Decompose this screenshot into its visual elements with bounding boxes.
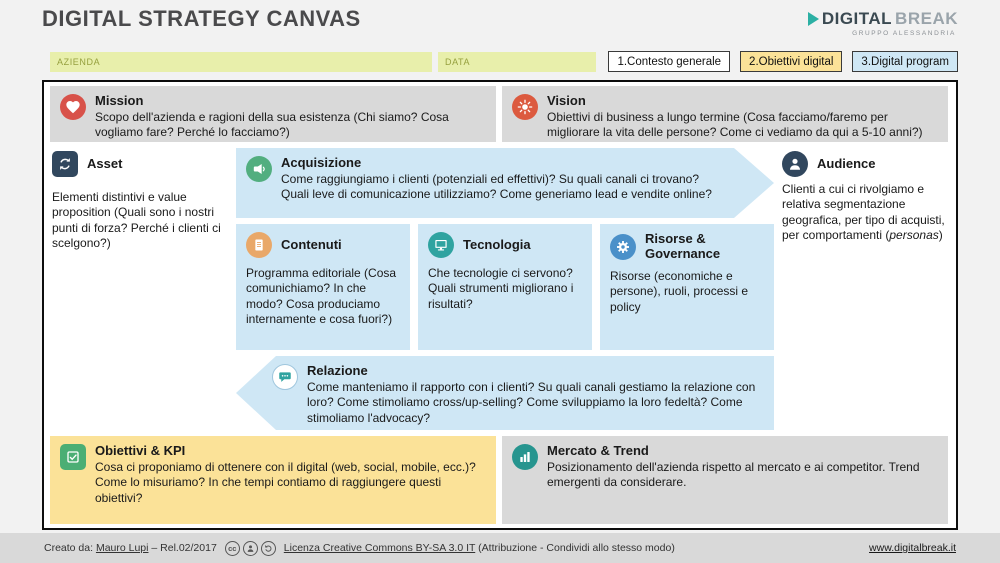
site-link[interactable]: www.digitalbreak.it <box>869 542 956 554</box>
mercato-trend-title: Mercato & Trend <box>547 443 649 458</box>
obiettivi-kpi-text: Cosa ci proponiamo di ottenere con il di… <box>95 460 476 505</box>
asset-text: Elementi distintivi e value proposition … <box>52 190 221 251</box>
relazione-title: Relazione <box>307 363 368 378</box>
audience-title: Audience <box>817 156 876 171</box>
asset-block: Asset Elementi distintivi e value propos… <box>50 148 232 426</box>
license-text: Licenza Creative Commons BY-SA 3.0 IT (A… <box>284 542 675 554</box>
credits-text: Creato da: Mauro Lupi – Rel.02/2017 <box>44 542 217 554</box>
contenuti-title: Contenuti <box>281 237 342 252</box>
strategy-canvas: Mission Scopo dell'azienda e ragioni del… <box>42 80 958 530</box>
logo-text-break: BREAK <box>895 9 958 28</box>
mission-text: Scopo dell'azienda e ragioni della sua e… <box>95 110 449 140</box>
credits-prefix: Creato da: <box>44 542 96 554</box>
document-icon <box>246 232 272 258</box>
cc-icon: cc <box>224 540 240 556</box>
acquisizione-text: Come raggiungiamo i clienti (potenziali … <box>281 172 712 202</box>
asset-title: Asset <box>87 156 123 171</box>
vision-title: Vision <box>547 93 586 108</box>
logo-text-digital: DIGITAL <box>821 9 893 28</box>
risorse-governance-title: Risorse & Governance <box>645 231 721 261</box>
contenuti-text: Programma editoriale (Cosa comunichiamo?… <box>246 266 397 327</box>
mercato-trend-block: Mercato & Trend Posizionamento dell'azie… <box>502 436 948 524</box>
risorse-governance-block: Risorse & Governance Risorse (economiche… <box>600 224 774 350</box>
audience-text-start: Clienti a cui ci rivolgiamo e relativa s… <box>782 182 945 243</box>
person-icon <box>782 151 808 177</box>
share-alike-icon <box>260 540 276 556</box>
circular-arrows-icon <box>52 151 78 177</box>
license-link[interactable]: Licenza Creative Commons BY-SA 3.0 IT <box>283 542 476 554</box>
heart-icon <box>60 94 86 120</box>
footer: Creato da: Mauro Lupi – Rel.02/2017 cc L… <box>0 533 1000 563</box>
audience-text: Clienti a cui ci rivolgiamo e relativa s… <box>782 182 948 243</box>
author-link[interactable]: Mauro Lupi <box>95 542 149 554</box>
gear-icon <box>610 233 636 260</box>
contenuti-block: Contenuti Programma editoriale (Cosa com… <box>236 224 410 350</box>
relazione-block: Relazione Come manteniamo il rapporto co… <box>236 356 774 430</box>
tab-obiettivi-digital[interactable]: 2.Obiettivi digital <box>740 51 843 72</box>
credits-suffix: – Rel.02/2017 <box>148 542 217 554</box>
cc-license-icons: cc <box>224 540 276 556</box>
obiettivi-kpi-title: Obiettivi & KPI <box>95 443 186 458</box>
audience-text-personas: personas <box>889 228 939 243</box>
tecnologia-title: Tecnologia <box>463 237 531 252</box>
tecnologia-text: Che tecnologie ci servono? Quali strumen… <box>428 266 574 311</box>
play-triangle-icon <box>807 12 819 26</box>
tab-contesto-generale[interactable]: 1.Contesto generale <box>608 51 731 72</box>
tab-digital-program[interactable]: 3.Digital program <box>852 51 958 72</box>
speech-bubble-icon <box>272 364 298 390</box>
acquisizione-block: Acquisizione Come raggiungiamo i clienti… <box>236 148 774 218</box>
mercato-trend-text: Posizionamento dell'azienda rispetto al … <box>547 460 920 490</box>
mission-block: Mission Scopo dell'azienda e ragioni del… <box>50 86 496 142</box>
logo-tagline: GRUPPO ALESSANDRIA <box>852 30 956 37</box>
checkbox-icon <box>60 444 86 470</box>
license-rest: (Attribuzione - Condividi allo stesso mo… <box>475 542 675 554</box>
sun-icon <box>512 94 538 120</box>
vision-text: Obiettivi di business a lungo termine (C… <box>547 110 923 140</box>
page-tabs: 1.Contesto generale 2.Obiettivi digital … <box>608 51 958 72</box>
monitor-icon <box>428 232 454 258</box>
audience-text-end: ) <box>938 228 943 243</box>
relazione-text: Come manteniamo il rapporto con i client… <box>307 380 756 425</box>
obiettivi-kpi-block: Obiettivi & KPI Cosa ci proponiamo di ot… <box>50 436 496 524</box>
tecnologia-block: Tecnologia Che tecnologie ci servono? Qu… <box>418 224 592 350</box>
acquisizione-title: Acquisizione <box>281 155 362 170</box>
audience-block: Audience Clienti a cui ci rivolgiamo e r… <box>780 148 950 426</box>
attribution-person-icon <box>242 540 258 556</box>
azienda-field[interactable]: AZIENDA <box>50 52 432 72</box>
bar-chart-icon <box>512 444 538 470</box>
page-title: DIGITAL STRATEGY CANVAS <box>42 6 361 31</box>
risorse-governance-text: Risorse (economiche e persone), ruoli, p… <box>610 269 749 314</box>
vision-block: Vision Obiettivi di business a lungo ter… <box>502 86 948 142</box>
mission-title: Mission <box>95 93 144 108</box>
data-field[interactable]: DATA <box>438 52 596 72</box>
megaphone-icon <box>246 156 272 182</box>
